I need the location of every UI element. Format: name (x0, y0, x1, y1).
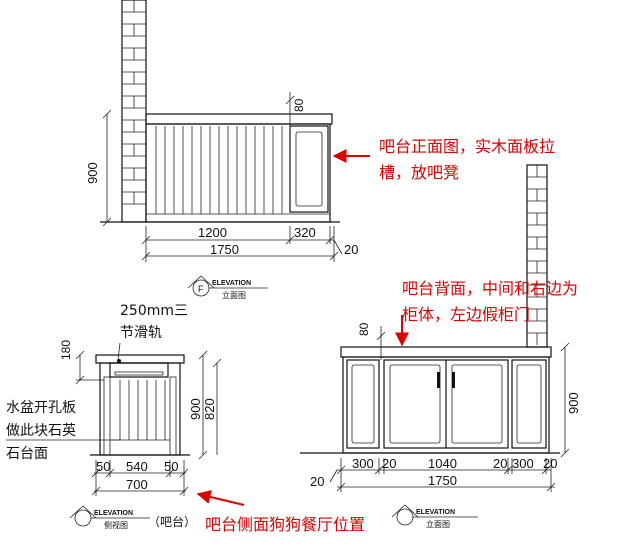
back-dim-20-mid: 20 (493, 456, 507, 471)
sink-note-line3: 石台面 (6, 446, 48, 462)
back-dim-300-right: 300 (512, 456, 534, 471)
sink-note-line1: 水盆开孔板 (6, 400, 76, 416)
elevation-symbol-back: ELEVATION 立面图 (391, 504, 478, 529)
rail-label-line2: 节滑轨 (120, 324, 162, 341)
sink-note-line2: 做此块石英 (6, 422, 76, 439)
front-dim-1750: 1750 (210, 242, 239, 257)
svg-text:立面图: 立面图 (222, 290, 246, 300)
svg-text:侧视图: 侧视图 (104, 520, 128, 530)
back-side-dim: 20 (310, 474, 324, 489)
svg-text:F: F (198, 284, 204, 294)
front-note-line2: 槽，放吧凳 (379, 163, 459, 182)
front-elevation: 900 80 1200 320 20 1750 F ELEVATION 立 (85, 0, 555, 300)
front-dim-320: 320 (294, 225, 316, 240)
front-top-dim: 80 (292, 98, 306, 112)
back-top-dim: 80 (357, 322, 371, 336)
side-dim-50-right: 50 (164, 459, 178, 474)
svg-text:ELEVATION: ELEVATION (212, 280, 251, 287)
front-height-dim: 900 (85, 162, 100, 184)
svg-text:（吧台）: （吧台） (148, 514, 196, 529)
side-elevation: 250mm三 节滑轨 180 900 820 水盆开孔板 做此块石英 石台面 5… (6, 303, 365, 534)
side-dim-540: 540 (126, 459, 148, 474)
front-dim-1200: 1200 (198, 225, 227, 240)
side-height-dim-900: 900 (188, 398, 203, 420)
brick-column-right (526, 164, 548, 348)
side-height-dim-820: 820 (202, 398, 217, 420)
back-dim-20-right: 20 (543, 456, 557, 471)
back-dim-1040: 1040 (428, 456, 457, 471)
side-note: 吧台侧面狗狗餐厅位置 (205, 515, 365, 534)
front-note-line1: 吧台正面图，实木面板拉 (379, 137, 555, 156)
side-dim-700: 700 (126, 477, 148, 492)
elevation-symbol-front: F ELEVATION 立面图 (187, 275, 268, 300)
front-side-dim: 20 (344, 242, 358, 257)
back-dim-20-left: 20 (382, 456, 396, 471)
elevation-symbol-side: ELEVATION 侧视图 （吧台） (69, 505, 196, 530)
brick-column-left (121, 0, 147, 223)
back-elevation: 80 900 300 20 1040 20 300 20 20 1750 (300, 164, 581, 529)
svg-text:ELEVATION: ELEVATION (416, 509, 455, 516)
back-height-dim: 900 (566, 392, 581, 414)
back-note-line2: 柜体，左边假柜门 (402, 305, 530, 324)
svg-text:立面图: 立面图 (426, 519, 450, 529)
back-note-line1: 吧台背面，中间和右边为 (402, 279, 578, 298)
back-dim-300-left: 300 (352, 456, 374, 471)
back-dim-1750: 1750 (428, 473, 457, 488)
rail-label-line1: 250mm三 (120, 303, 188, 319)
side-top-dim: 180 (59, 340, 73, 360)
side-dim-50-left: 50 (96, 459, 110, 474)
svg-text:ELEVATION: ELEVATION (94, 510, 133, 517)
